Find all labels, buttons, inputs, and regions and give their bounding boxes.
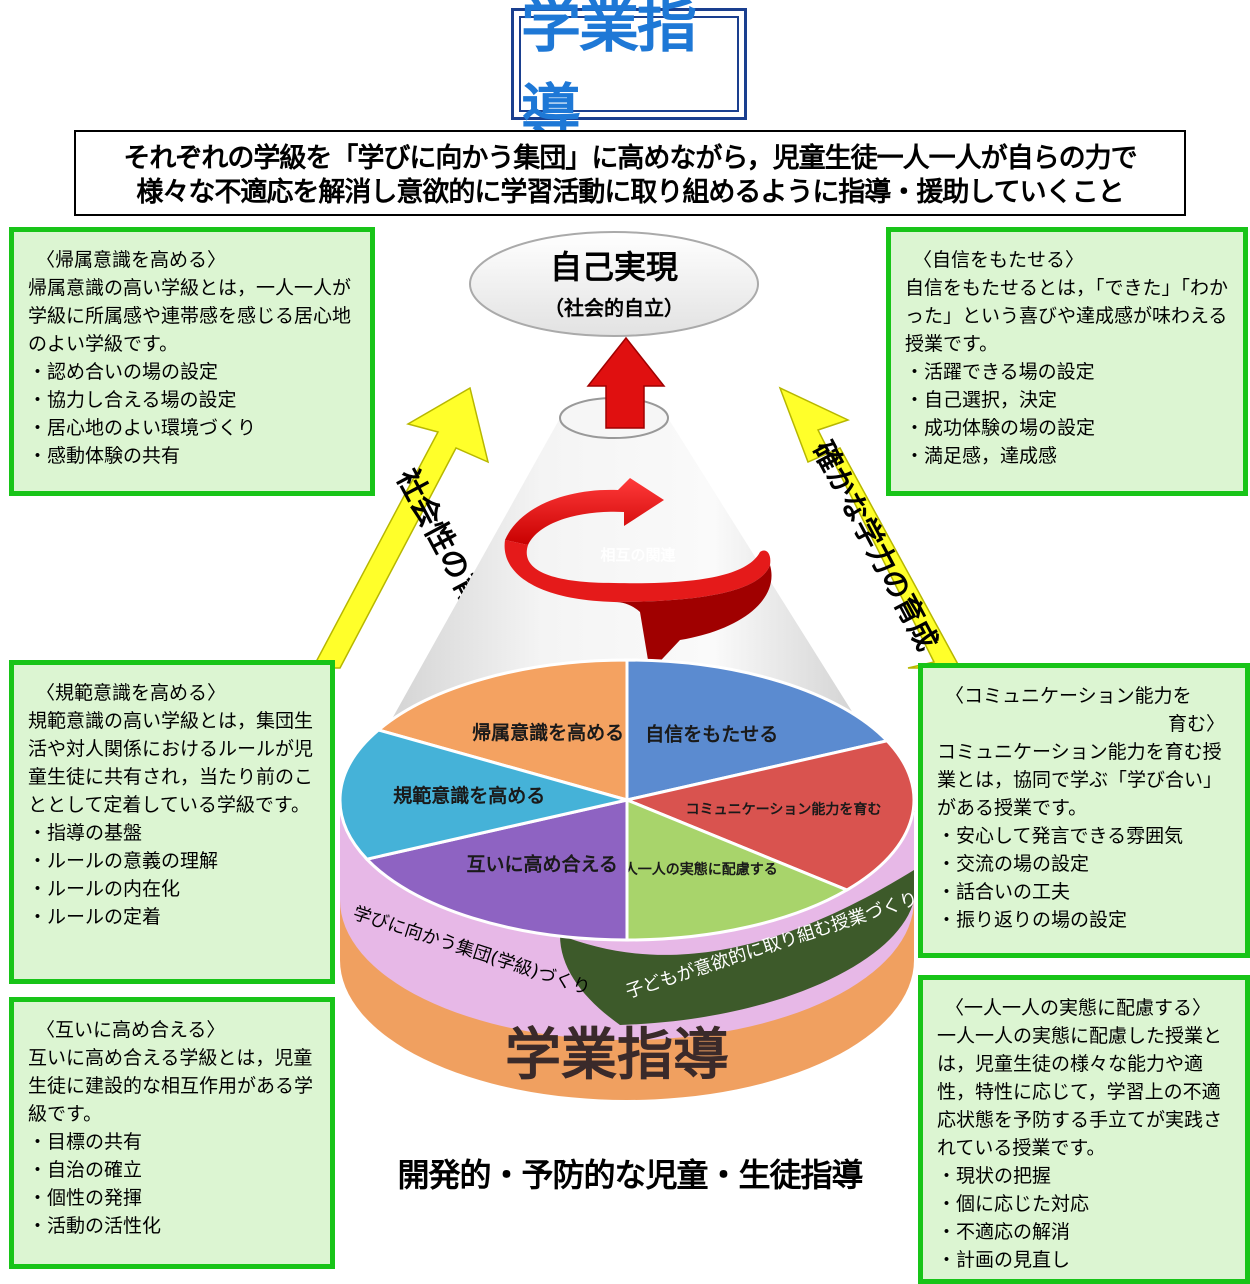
spiral-label: 相互の関連 — [600, 546, 676, 564]
goal-line-2: 様々な不適応を解消し意欲的に学習活動に取り組めるように指導・援助していくこと — [136, 177, 1124, 208]
pie-slice-label: 自信をもたせる — [645, 723, 778, 746]
pie-slice-label: 帰属意識を高める — [472, 721, 624, 744]
box-norm-heading: 〈規範意識を高める〉 — [36, 682, 227, 704]
goal-statement: それぞれの学級を「学びに向かう集団」に高めながら，児童生徒一人一人が自らの力で … — [74, 130, 1186, 216]
top-goal-main: 自己実現 — [550, 248, 678, 286]
pie-slice — [363, 798, 629, 942]
spiral-ribbon: 相互の関連 — [504, 478, 772, 672]
title-box: 学業指導 — [511, 0, 747, 148]
box-confidence-item: 自己選択，決定 — [905, 386, 1235, 414]
pie-slice — [625, 658, 891, 802]
pie-chart: 帰属意識を高める自信をもたせるコミュニケーション能力を育む一人一人の実態に配慮す… — [338, 658, 916, 942]
base-label: 学業指導 — [505, 1023, 729, 1088]
box-belong-heading: 〈帰属意識を高める〉 — [36, 249, 227, 271]
box-communication-heading-2: 育む〉 — [1167, 713, 1225, 735]
box-communication-item: 話合いの工夫 — [937, 878, 1237, 906]
box-mutual-heading: 〈互いに高め合える〉 — [36, 1019, 226, 1041]
box-individual: 〈一人一人の実態に配慮する〉 一人一人の実態に配慮した授業とは，児童生徒の様々な… — [918, 975, 1250, 1284]
box-norm-item: ルールの定着 — [28, 903, 322, 931]
box-communication-item: 交流の場の設定 — [937, 850, 1237, 878]
box-norm-body: 規範意識の高い学級とは，集団生活や対人関係におけるルールが児童生徒に共有され，当… — [28, 710, 314, 816]
box-mutual-item: 個性の発揮 — [28, 1184, 322, 1212]
box-confidence-body: 自信をもたせるとは，「できた」「わかった」という喜びや達成感が味わえる授業です。 — [905, 277, 1229, 355]
pie-slice — [622, 739, 916, 892]
box-belong-body: 帰属意識の高い学級とは，一人一人が学級に所属感や連帯感を感じる居心地のよい学級で… — [28, 277, 352, 355]
box-mutual-item: 目標の共有 — [28, 1128, 322, 1156]
box-confidence-heading: 〈自信をもたせる〉 — [913, 249, 1085, 271]
box-confidence-item: 成功体験の場の設定 — [905, 414, 1235, 442]
box-mutual-body: 互いに高め合える学級とは，児童生徒に建設的な相互作用がある学級です。 — [28, 1047, 314, 1125]
box-norm-item: ルールの意義の理解 — [28, 847, 322, 875]
box-norm-item: ルールの内在化 — [28, 875, 322, 903]
pie-slice-label: 一人一人の実態に配慮する — [610, 861, 778, 878]
box-individual-item: 個に応じた対応 — [937, 1190, 1237, 1218]
box-confidence-item: 満足感，達成感 — [905, 442, 1235, 470]
bottom-caption: 開発的・予防的な児童・生徒指導 — [397, 1156, 863, 1194]
box-belong-item: 認め合いの場の設定 — [28, 358, 362, 386]
box-communication: 〈コミュニケーション能力を 育む〉 コミュニケーション能力を育む授業とは，協同で… — [918, 663, 1250, 958]
box-communication-heading: 〈コミュニケーション能力を — [945, 685, 1192, 707]
box-mutual-item: 自治の確立 — [28, 1156, 322, 1184]
pie-slice-label: コミュニケーション能力を育む — [686, 801, 882, 818]
box-individual-item: 不適応の解消 — [937, 1218, 1237, 1246]
box-mutual: 〈互いに高め合える〉 互いに高め合える学級とは，児童生徒に建設的な相互作用がある… — [9, 997, 335, 1269]
box-norm: 〈規範意識を高める〉 規範意識の高い学級とは，集団生活や対人関係におけるルールが… — [9, 660, 335, 984]
box-confidence-item: 活躍できる場の設定 — [905, 358, 1235, 386]
pie-slice — [338, 728, 628, 861]
box-belong-item: 感動体験の共有 — [28, 442, 362, 470]
pie-slice-label: 互いに高め合える — [466, 852, 617, 875]
box-belong-item: 居心地のよい環境づくり — [28, 414, 362, 442]
box-communication-body: コミュニケーション能力を育む授業とは，協同で学ぶ「学び合い」がある授業です。 — [937, 741, 1223, 819]
red-up-arrow — [586, 336, 666, 429]
box-communication-item: 安心して発言できる雰囲気 — [937, 822, 1237, 850]
box-communication-item: 振り返りの場の設定 — [937, 906, 1237, 934]
box-individual-body: 一人一人の実態に配慮した授業とは，児童生徒の様々な能力や適性，特性に応じて，学習… — [937, 1025, 1223, 1159]
box-confidence: 〈自信をもたせる〉 自信をもたせるとは，「できた」「わかった」という喜びや達成感… — [886, 227, 1248, 496]
box-norm-item: 指導の基盤 — [28, 819, 322, 847]
goal-line-1: それぞれの学級を「学びに向かう集団」に高めながら，児童生徒一人一人が自らの力で — [123, 143, 1137, 174]
pie-slice — [625, 797, 851, 942]
pie-slice — [375, 658, 629, 802]
box-mutual-item: 活動の活性化 — [28, 1212, 322, 1240]
box-individual-heading: 〈一人一人の実態に配慮する〉 — [945, 997, 1212, 1019]
box-individual-item: 計画の見直し — [937, 1246, 1237, 1274]
pie-slice-label: 規範意識を高める — [393, 784, 545, 807]
box-belong: 〈帰属意識を高める〉 帰属意識の高い学級とは，一人一人が学級に所属感や連帯感を感… — [9, 227, 375, 496]
top-goal: 自己実現 （社会的自立） — [469, 231, 759, 337]
box-belong-item: 協力し合える場の設定 — [28, 386, 362, 414]
top-goal-sub: （社会的自立） — [544, 296, 684, 320]
box-individual-item: 現状の把握 — [937, 1162, 1237, 1190]
